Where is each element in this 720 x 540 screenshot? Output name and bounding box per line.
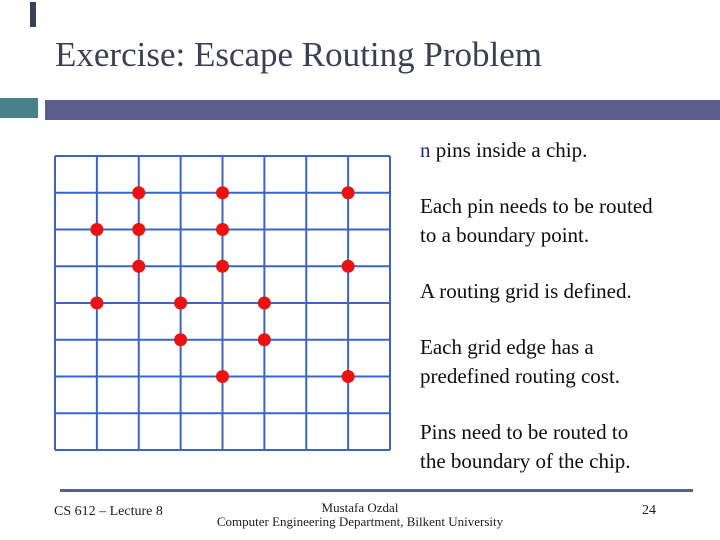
pin-dot [132,223,146,236]
routing-grid-svg [54,155,391,451]
bullet-pins-inside-chip: n pins inside a chip. [420,136,716,165]
pin-dot [90,223,104,236]
bullet-pins-inside-chip-text: pins inside a chip. [430,138,588,162]
header-band-teal-block [0,98,38,118]
footer-course-label: CS 612 – Lecture 8 [54,504,163,519]
pin-dot [174,333,188,347]
footer-divider [60,489,693,492]
bullet-line: predefined routing cost. [420,364,621,388]
bullet-pin-routed-boundary: Each pin needs to be routed to a boundary… [420,192,716,250]
bullet-line: Pins need to be routed to [420,420,629,444]
bullet-pins-to-chip-boundary: Pins need to be routed to the boundary of… [420,418,716,476]
pin-dot [132,186,146,200]
footer-author-block: Mustafa Ozdal Computer Engineering Depar… [120,501,600,529]
pin-dot [216,186,229,200]
pin-dot [257,333,271,347]
pin-dot [216,259,229,273]
routing-grid-figure [54,155,391,451]
pin-dot [257,296,271,310]
pin-dot [341,186,355,200]
pin-dot [216,370,229,383]
n-variable: n [420,138,431,162]
footer-author: Mustafa Ozdal [321,500,399,515]
pin-dot [174,296,188,310]
top-accent-bar [30,2,36,27]
bullet-line: Each pin needs to be routed [420,194,653,218]
slide-title: Exercise: Escape Routing Problem [55,35,542,74]
pin-dot [216,223,229,236]
bullet-line: to a boundary point. [420,223,590,247]
bullet-column: n pins inside a chip. Each pin needs to … [420,136,716,503]
pin-dot [132,259,146,273]
pin-dot [341,370,355,383]
bullet-routing-grid-defined: A routing grid is defined. [420,279,632,303]
bullet-line: Each grid edge has a [420,335,594,359]
page-number: 24 [642,503,656,518]
bullet-edge-cost: Each grid edge has a predefined routing c… [420,333,716,391]
footer-affiliation: Computer Engineering Department, Bilkent… [216,514,504,529]
pin-dot [341,259,355,273]
bullet-line: the boundary of the chip. [420,449,631,473]
pin-dot [90,296,104,310]
header-band-slate-bar [45,100,720,120]
